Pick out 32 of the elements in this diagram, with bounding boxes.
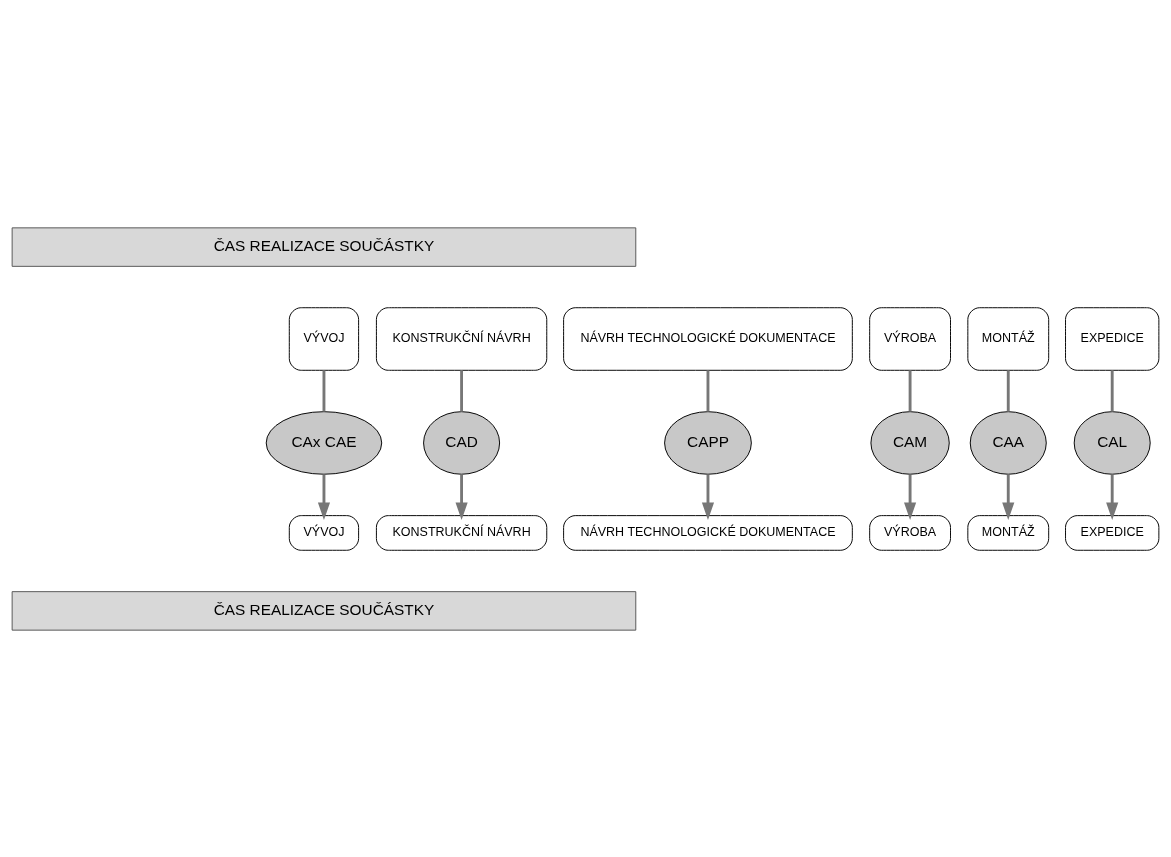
- connector: [1006, 369, 1010, 412]
- label: ČAS REALIZACE SOUČÁSTKY: [213, 236, 435, 254]
- arrow: [1106, 474, 1119, 520]
- node-box: NÁVRH TECHNOLOGICKÉ DOKUMENTACE: [563, 306, 853, 371]
- node-box: MONTÁŽ: [967, 514, 1050, 551]
- arrow: [1002, 474, 1015, 520]
- arrow: [904, 474, 917, 520]
- connector: [908, 369, 912, 412]
- node-box: EXPEDICE: [1065, 514, 1160, 551]
- node-box: NÁVRH TECHNOLOGICKÉ DOKUMENTACE: [563, 514, 853, 551]
- node-ellipse: CAx CAE: [265, 410, 383, 475]
- node-ellipse: CAL: [1073, 410, 1151, 475]
- node-ellipse: CAA: [969, 410, 1047, 475]
- node-box: VÝROBA: [869, 306, 951, 371]
- node-ellipse: CAD: [423, 410, 501, 475]
- connector: [460, 369, 464, 412]
- node-box: KONSTRUKČNÍ NÁVRH: [375, 306, 548, 371]
- node-ellipse: CAPP: [664, 410, 752, 475]
- label: ČAS REALIZACE SOUČÁSTKY: [213, 600, 435, 618]
- node-box: VÝVOJ: [288, 306, 360, 371]
- node-ellipse: CAM: [870, 410, 950, 475]
- node-box: VÝVOJ: [288, 514, 360, 551]
- connector: [322, 369, 326, 412]
- arrow: [455, 474, 468, 520]
- node-box: VÝROBA: [869, 514, 951, 551]
- connector: [706, 369, 710, 412]
- arrow: [317, 474, 331, 520]
- node-box: KONSTRUKČNÍ NÁVRH: [375, 514, 548, 551]
- node-box: EXPEDICE: [1065, 306, 1160, 371]
- arrow: [701, 474, 715, 520]
- node-box: MONTÁŽ: [967, 306, 1050, 371]
- connector: [1110, 369, 1114, 412]
